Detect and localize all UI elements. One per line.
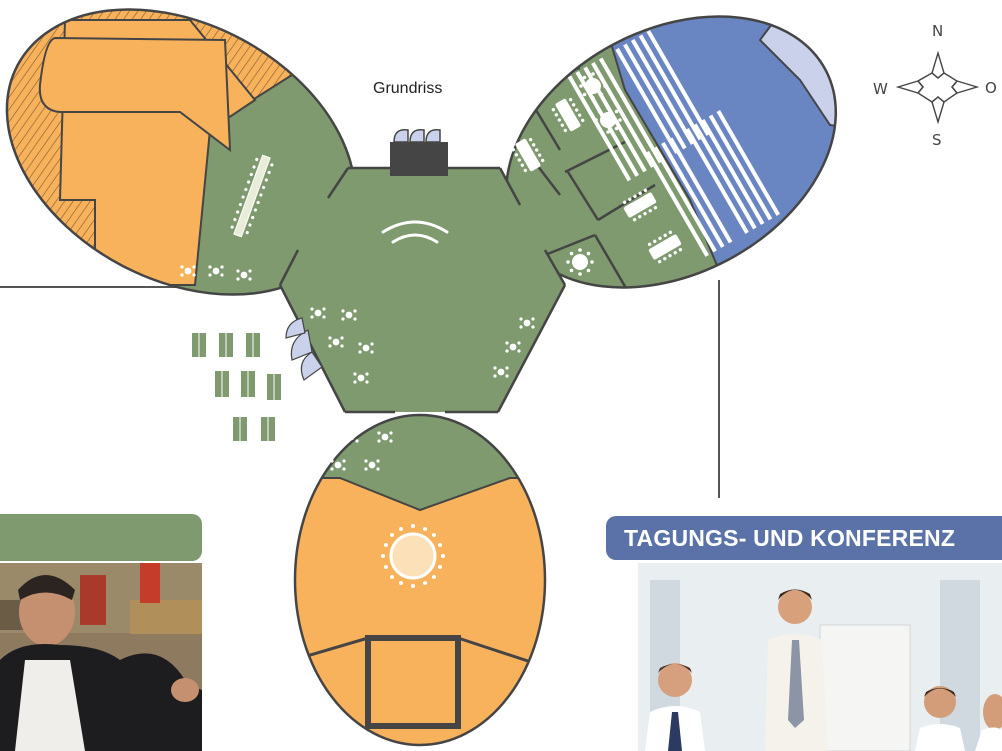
- entrance-north: [390, 129, 448, 176]
- compass-south-label: S: [932, 131, 942, 149]
- south-room: [293, 413, 547, 747]
- page-title: Grundriss: [373, 80, 443, 97]
- central-hall: [278, 166, 567, 414]
- round-banquet-table: [381, 524, 445, 588]
- theater-seating: [567, 30, 780, 257]
- stage-square: [365, 635, 461, 729]
- compass-east-label: O: [985, 79, 997, 97]
- right-section-banner: TAGUNGS- UND KONFERENZ: [606, 516, 1002, 560]
- compass-west-label: W: [873, 80, 888, 98]
- compass-north-label: N: [932, 22, 944, 40]
- business-team-photo: [638, 563, 1002, 751]
- west-room: [0, 0, 357, 296]
- left-section-banner: [0, 514, 202, 561]
- banquet-table-west: [230, 154, 274, 238]
- chef-photo: [0, 563, 202, 751]
- compass-rose-icon: [895, 50, 980, 125]
- outdoor-tables: [192, 333, 281, 441]
- entrance-west: [285, 317, 323, 381]
- wifi-icon: [381, 220, 449, 244]
